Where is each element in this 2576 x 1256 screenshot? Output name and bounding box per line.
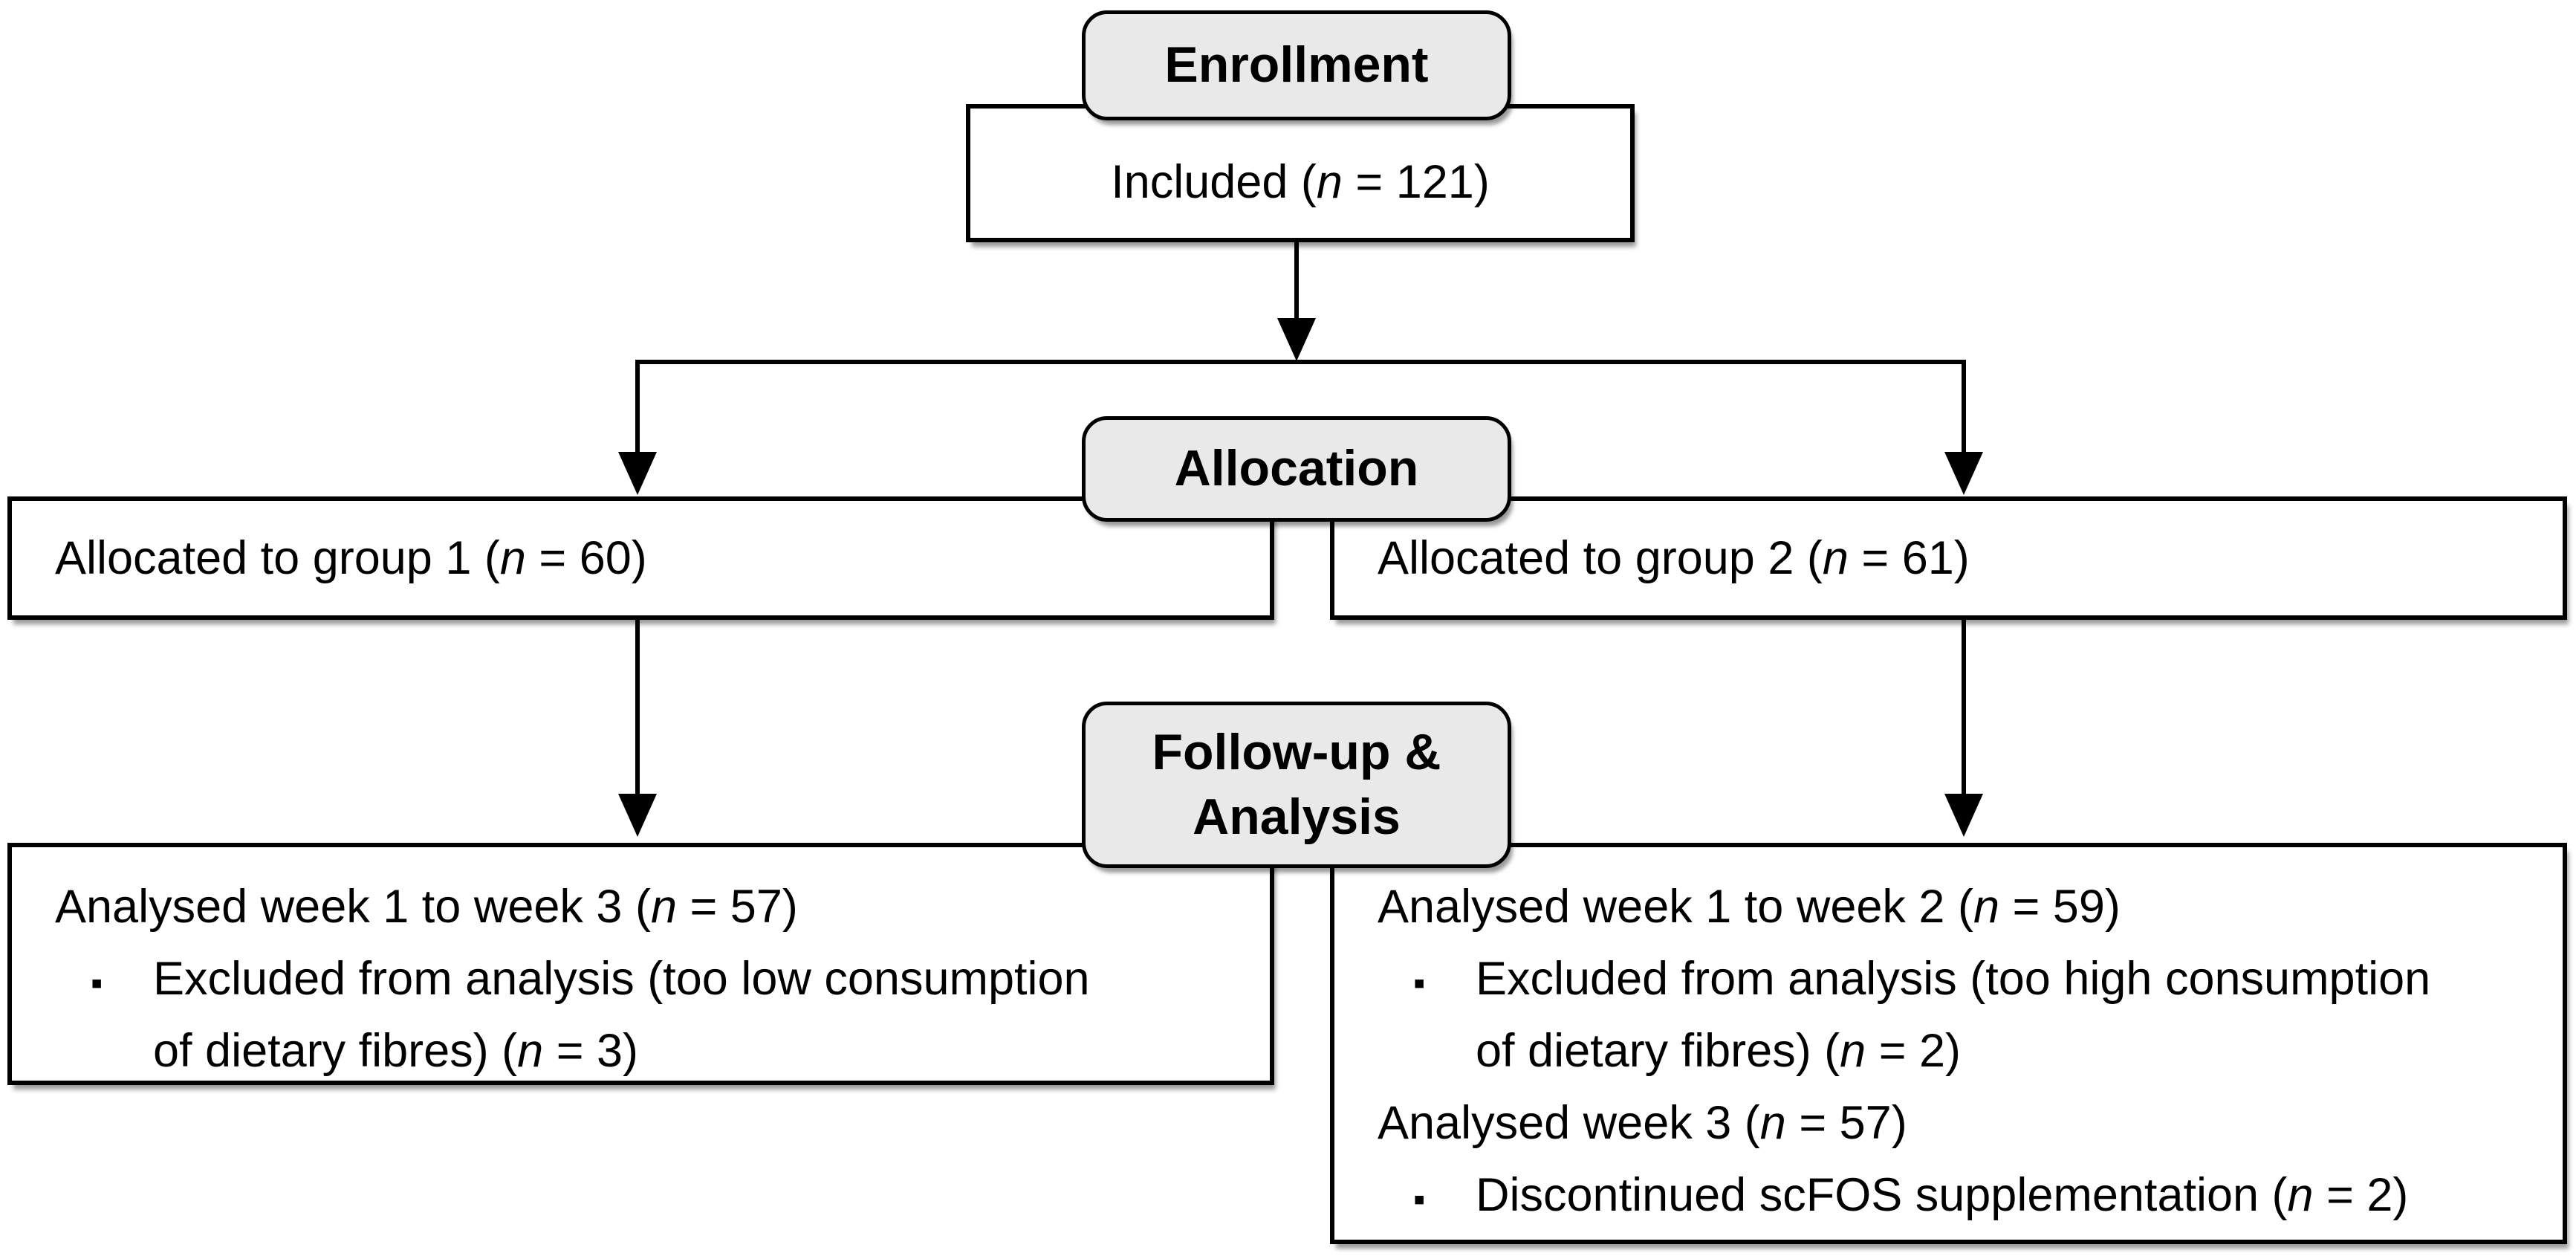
group1-text: Allocated to group 1 (n = 60): [55, 531, 647, 585]
line-text: = 60): [525, 532, 647, 584]
analysis-line: ▪ Discontinued scFOS supplementation (n =…: [1334, 1159, 2563, 1231]
arrowhead-down-icon: [618, 794, 657, 837]
arrowhead-down-icon: [1944, 794, 1983, 837]
line-text: Analysed week 1 to week 3 (: [55, 881, 651, 933]
line-text: Analysed week 3 (: [1378, 1097, 1760, 1149]
connector-right-analysis-stem: [1962, 620, 1966, 797]
connector-split-line: [635, 360, 1966, 364]
analysis-line: ▪ Excluded from analysis (too high consum…: [1334, 943, 2563, 1015]
stage-label: Analysis: [1193, 789, 1401, 845]
n-variable: n: [517, 1025, 544, 1077]
bullet-icon: ▪: [1413, 1179, 1426, 1218]
stage-tab-allocation: Allocation: [1082, 416, 1511, 522]
n-variable: n: [1759, 1097, 1786, 1149]
group2-box: Allocated to group 2 (n = 61): [1330, 496, 2567, 620]
connector-left-drop-stem: [635, 360, 640, 455]
line-text: = 2): [1866, 1025, 1962, 1077]
stage-label: Allocation: [1174, 440, 1419, 497]
analysis-line: of dietary fibres) (n = 3): [12, 1015, 1270, 1087]
analysis1-box: Analysed week 1 to week 3 (n = 57) ▪Excl…: [7, 843, 1274, 1085]
stage-label: Follow-up &: [1152, 723, 1441, 780]
line-text: = 121): [1342, 156, 1490, 208]
analysis-line: Analysed week 1 to week 3 (n = 57): [12, 871, 1270, 943]
connector-right-drop-stem: [1962, 360, 1966, 455]
stage-tab-followup-analysis: Follow-up & Analysis: [1082, 702, 1511, 868]
line-text: = 2): [2313, 1169, 2409, 1221]
bullet-icon: ▪: [91, 963, 103, 1002]
connector-left-analysis-stem: [635, 620, 640, 797]
line-text: Excluded from analysis (too low consumpt…: [153, 953, 1090, 1005]
analysis-line: ▪ Excluded from analysis (too low consump…: [12, 943, 1270, 1015]
n-variable: n: [650, 881, 677, 933]
arrowhead-down-icon: [1944, 452, 1983, 495]
n-variable: n: [499, 532, 526, 584]
stage-tab-enrollment: Enrollment: [1082, 10, 1511, 120]
line-text: Discontinued scFOS supplementation (: [1476, 1169, 2288, 1221]
line-text: Analysed week 1 to week 2 (: [1378, 881, 1973, 933]
connector-included-stem: [1294, 239, 1299, 323]
line-text: of dietary fibres) (: [153, 1025, 518, 1077]
line-text: = 61): [1848, 532, 1970, 584]
stage-label: Enrollment: [1164, 36, 1429, 94]
bullet-icon: ▪: [1413, 963, 1426, 1002]
arrowhead-down-icon: [1277, 318, 1316, 361]
analysis-line: of dietary fibres) (n = 2): [1334, 1015, 2563, 1087]
line-text: Included (: [1111, 156, 1317, 208]
line-text: = 57): [1785, 1097, 1907, 1149]
analysis-line: Analysed week 3 (n = 57): [1334, 1087, 2563, 1159]
n-variable: n: [1840, 1025, 1866, 1077]
line-text: of dietary fibres) (: [1476, 1025, 1840, 1077]
analysis2-box: Analysed week 1 to week 2 (n = 59) ▪Excl…: [1330, 843, 2567, 1244]
group2-text: Allocated to group 2 (n = 61): [1378, 531, 1970, 585]
n-variable: n: [1316, 156, 1343, 208]
arrowhead-down-icon: [618, 452, 657, 495]
line-text: Excluded from analysis (too high consump…: [1476, 953, 2431, 1005]
n-variable: n: [1822, 532, 1849, 584]
group1-box: Allocated to group 1 (n = 60): [7, 496, 1274, 620]
line-text: Allocated to group 1 (: [55, 532, 500, 584]
n-variable: n: [2287, 1169, 2314, 1221]
analysis-line: Analysed week 1 to week 2 (n = 59): [1334, 871, 2563, 943]
line-text: = 57): [676, 881, 798, 933]
line-text: = 3): [543, 1025, 639, 1077]
n-variable: n: [1973, 881, 1999, 933]
line-text: Allocated to group 2 (: [1378, 532, 1823, 584]
line-text: = 59): [1999, 881, 2121, 933]
included-box: Included (n = 121): [966, 104, 1635, 242]
included-text: Included (n = 121): [1111, 155, 1490, 209]
